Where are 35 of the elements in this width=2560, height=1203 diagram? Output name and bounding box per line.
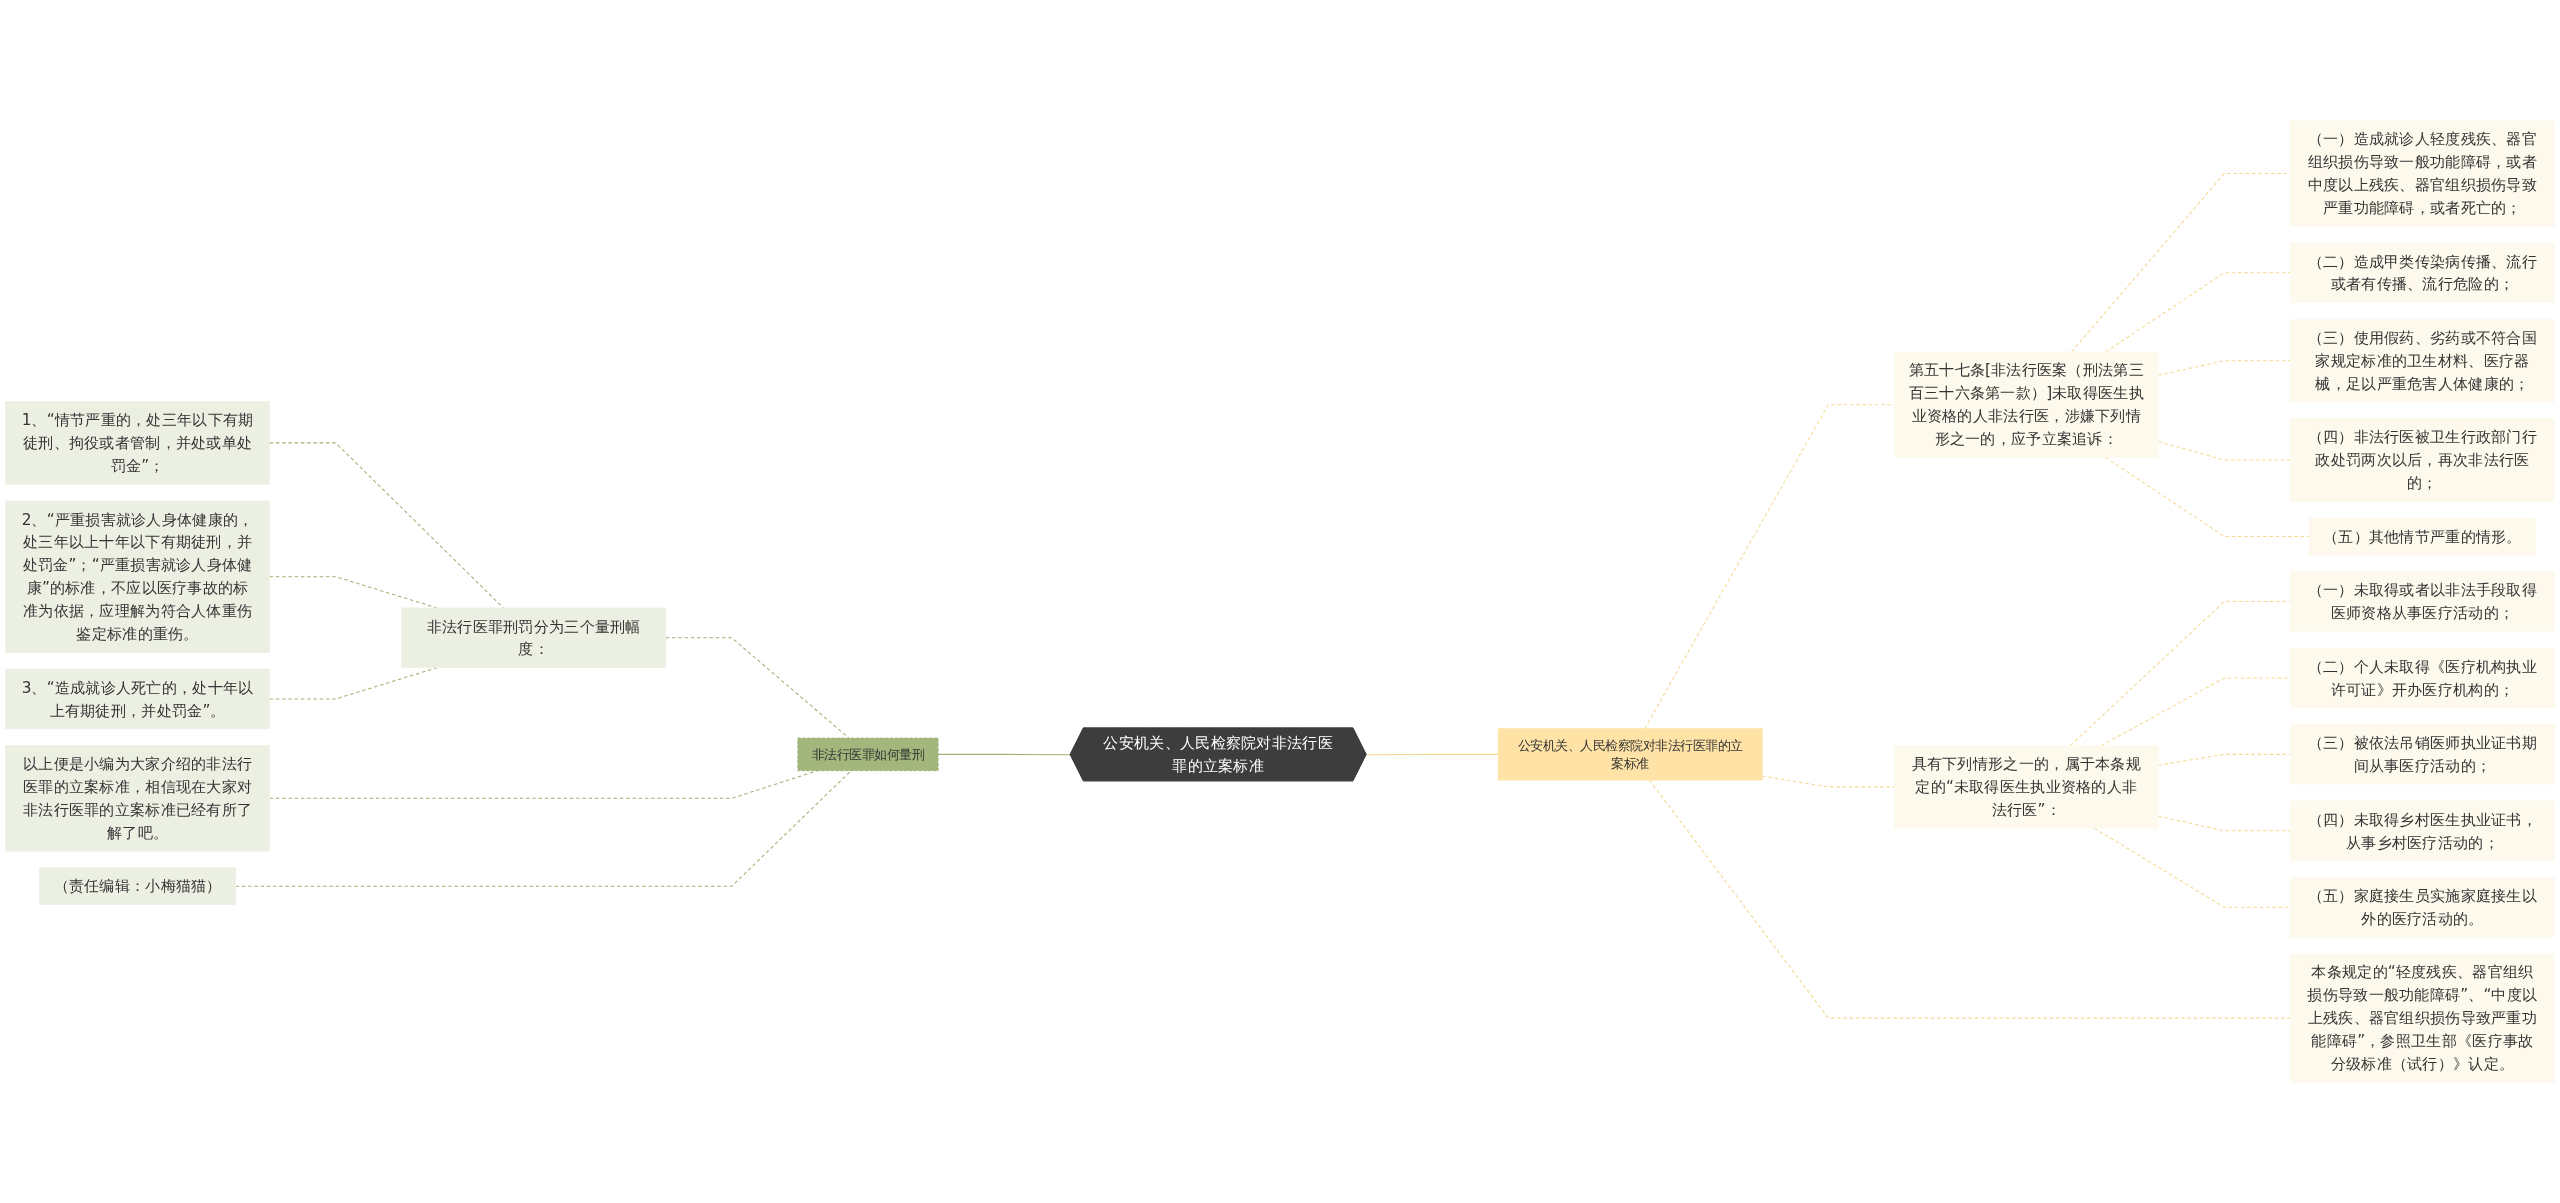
node-box: （一）未取得或者以非法手段取得医师资格从事医疗活动的； <box>2290 571 2555 632</box>
node-box: （一）造成就诊人轻度残疾、器官组织损伤导致一般功能障碍，或者中度以上残疾、器官组织损伤导致严重功能障碍，或者死亡的； <box>2290 120 2555 227</box>
node-box: 具有下列情形之一的，属于本条规定的“未取得医生执业资格的人非法行医”： <box>1893 745 2159 829</box>
connector <box>1761 775 1895 788</box>
connector <box>2157 753 2291 766</box>
connector <box>1365 753 1499 756</box>
node-box: 非法行医罪如何量刑 <box>797 737 939 772</box>
connector <box>2071 172 2291 353</box>
node-box: 3、“造成就诊人死亡的，处十年以上有期徒刑，并处罚金”。 <box>5 668 270 730</box>
node-box: 1、“情节严重的，处三年以下有期徒刑、拘役或者管制，并处或单处罚金”； <box>5 401 270 485</box>
connector <box>235 770 852 887</box>
node-box: （三）使用假药、劣药或不符合国家规定标准的卫生材料、医疗器械，足以严重危害人体健康的； <box>2290 319 2555 403</box>
node-box: 公安机关、人民检察院对非法行医罪的立案标准 <box>1497 728 1763 781</box>
connector <box>269 442 504 609</box>
node-box: 以上便是小编为大家介绍的非法行医罪的立案标准，相信现在大家对非法行医罪的立案标准已经有所了解了吧。 <box>5 745 270 852</box>
node-box: （三）被依法吊销医师执业证书期间从事医疗活动的； <box>2290 724 2555 785</box>
connector <box>2069 601 2291 747</box>
connector <box>937 753 1072 756</box>
node-box: （责任编辑：小梅猫猫） <box>39 867 236 905</box>
connector <box>2157 815 2291 832</box>
connector <box>1649 779 2291 1019</box>
node-box: 第五十七条[非法行医案（刑法第三百三十六条第一款）]未取得医生执业资格的人非法行医，涉嫌下列情形之一的，应予立案追诉： <box>1893 351 2159 458</box>
connector <box>2105 272 2291 353</box>
connector <box>2093 827 2291 908</box>
node-box: （四）非法行医被卫生行政部门行政处罚两次以后，再次非法行医的； <box>2290 418 2555 502</box>
node-box: （五）家庭接生员实施家庭接生以外的医疗活动的。 <box>2290 877 2555 938</box>
node-box: 非法行医罪刑罚分为三个量刑幅度： <box>401 607 667 669</box>
connector <box>665 637 850 739</box>
node-box: （五）其他情节严重的情形。 <box>2308 517 2537 556</box>
connector <box>2157 360 2291 376</box>
connector <box>2105 456 2310 538</box>
node-box: （二）造成甲类传染病传播、流行或者有传播、流行危险的； <box>2290 242 2555 304</box>
node-box: 2、“严重损害就诊人身体健康的，处三年以上十年以下有期徒刑，并处罚金”；“严重损害就诊人身体健康”的标准，不应以医疗事故的标准为依据，应理解为符合人体重伤鉴定标准的重伤。 <box>5 500 270 653</box>
node-box: （四）未取得乡村医生执业证书，从事乡村医疗活动的； <box>2290 800 2555 862</box>
node-box: 本条规定的“轻度残疾、器官组织损伤导致一般功能障碍”、“中度以上残疾、器官组织损伤导致严重功能障碍”，参照卫生部《医疗事故分级标准（试行）》认定。 <box>2290 953 2555 1083</box>
